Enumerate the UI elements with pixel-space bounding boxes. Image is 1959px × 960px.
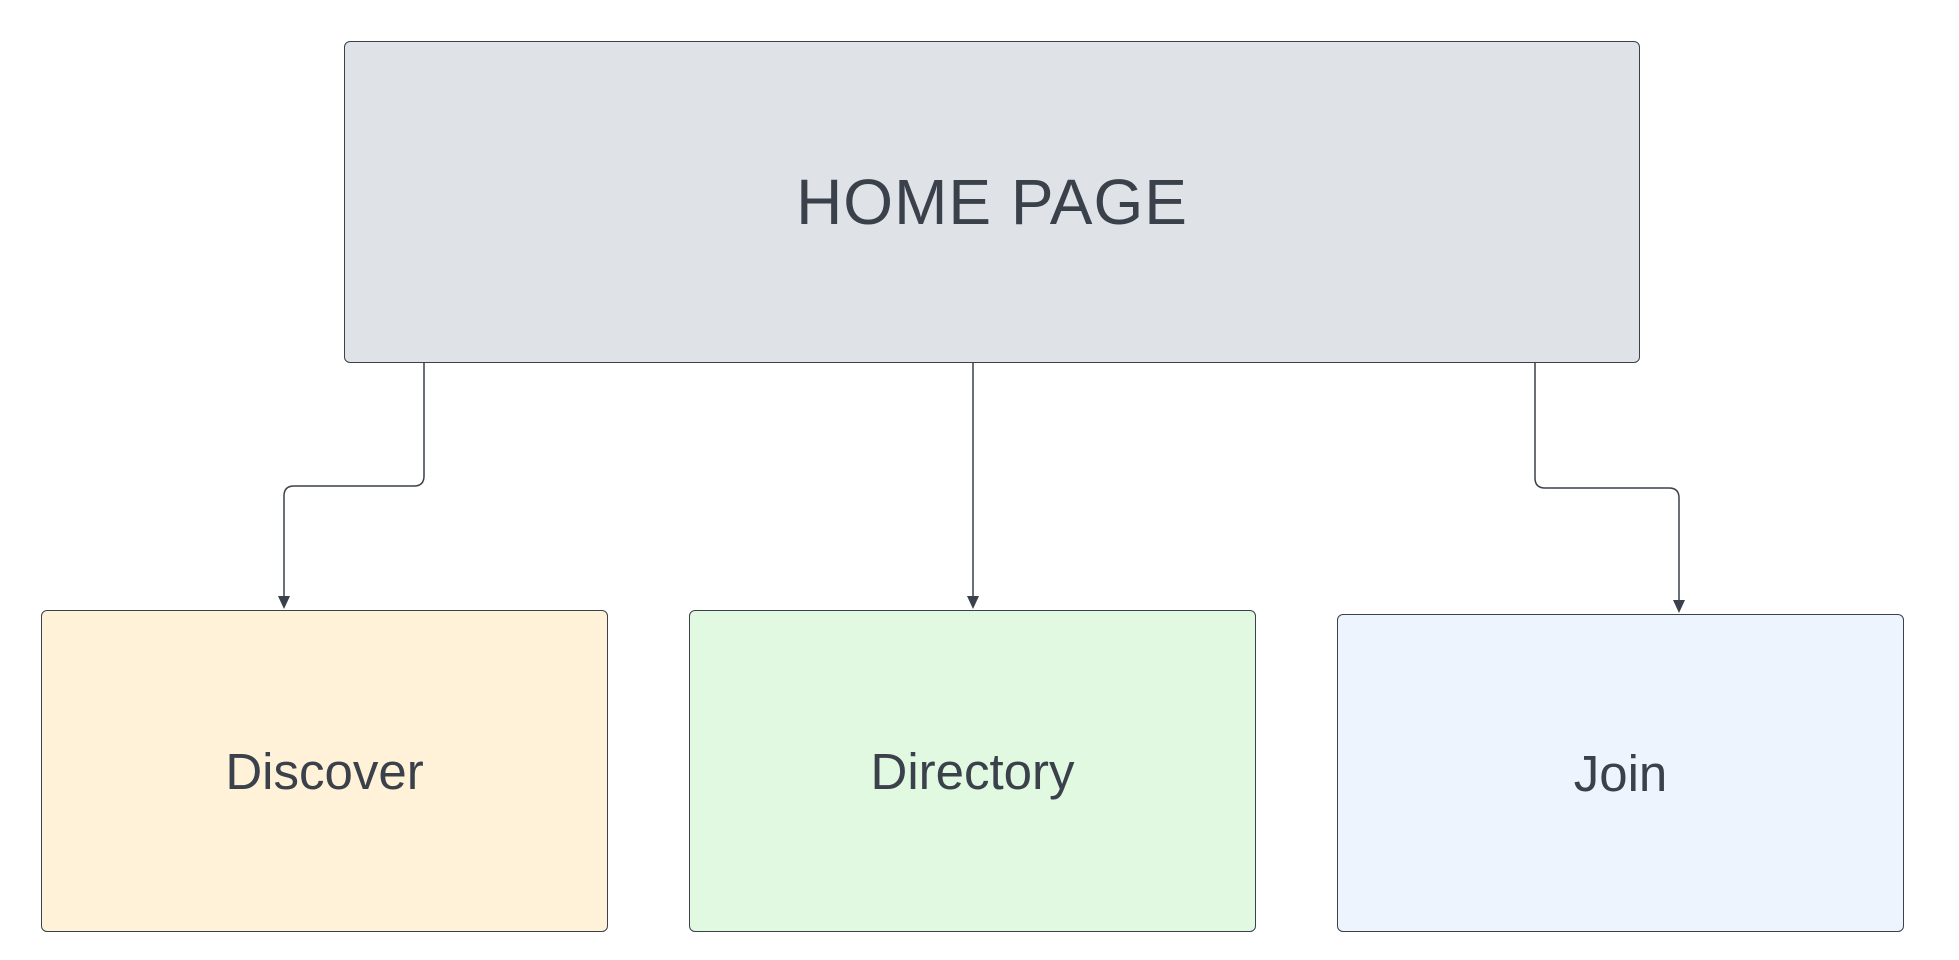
node-join[interactable]: Join bbox=[1337, 614, 1904, 932]
arrowhead-directory bbox=[967, 596, 979, 609]
arrowhead-join bbox=[1673, 600, 1685, 613]
node-home-page[interactable]: HOME PAGE bbox=[344, 41, 1640, 363]
edge-home-join bbox=[1534, 363, 1680, 600]
node-directory[interactable]: Directory bbox=[689, 610, 1256, 932]
node-home-page-label: HOME PAGE bbox=[796, 166, 1188, 238]
edge-home-discover bbox=[283, 363, 425, 596]
node-join-label: Join bbox=[1573, 744, 1668, 802]
arrowhead-discover bbox=[278, 596, 290, 609]
node-discover-label: Discover bbox=[225, 742, 424, 800]
node-discover[interactable]: Discover bbox=[41, 610, 608, 932]
node-directory-label: Directory bbox=[870, 742, 1075, 800]
